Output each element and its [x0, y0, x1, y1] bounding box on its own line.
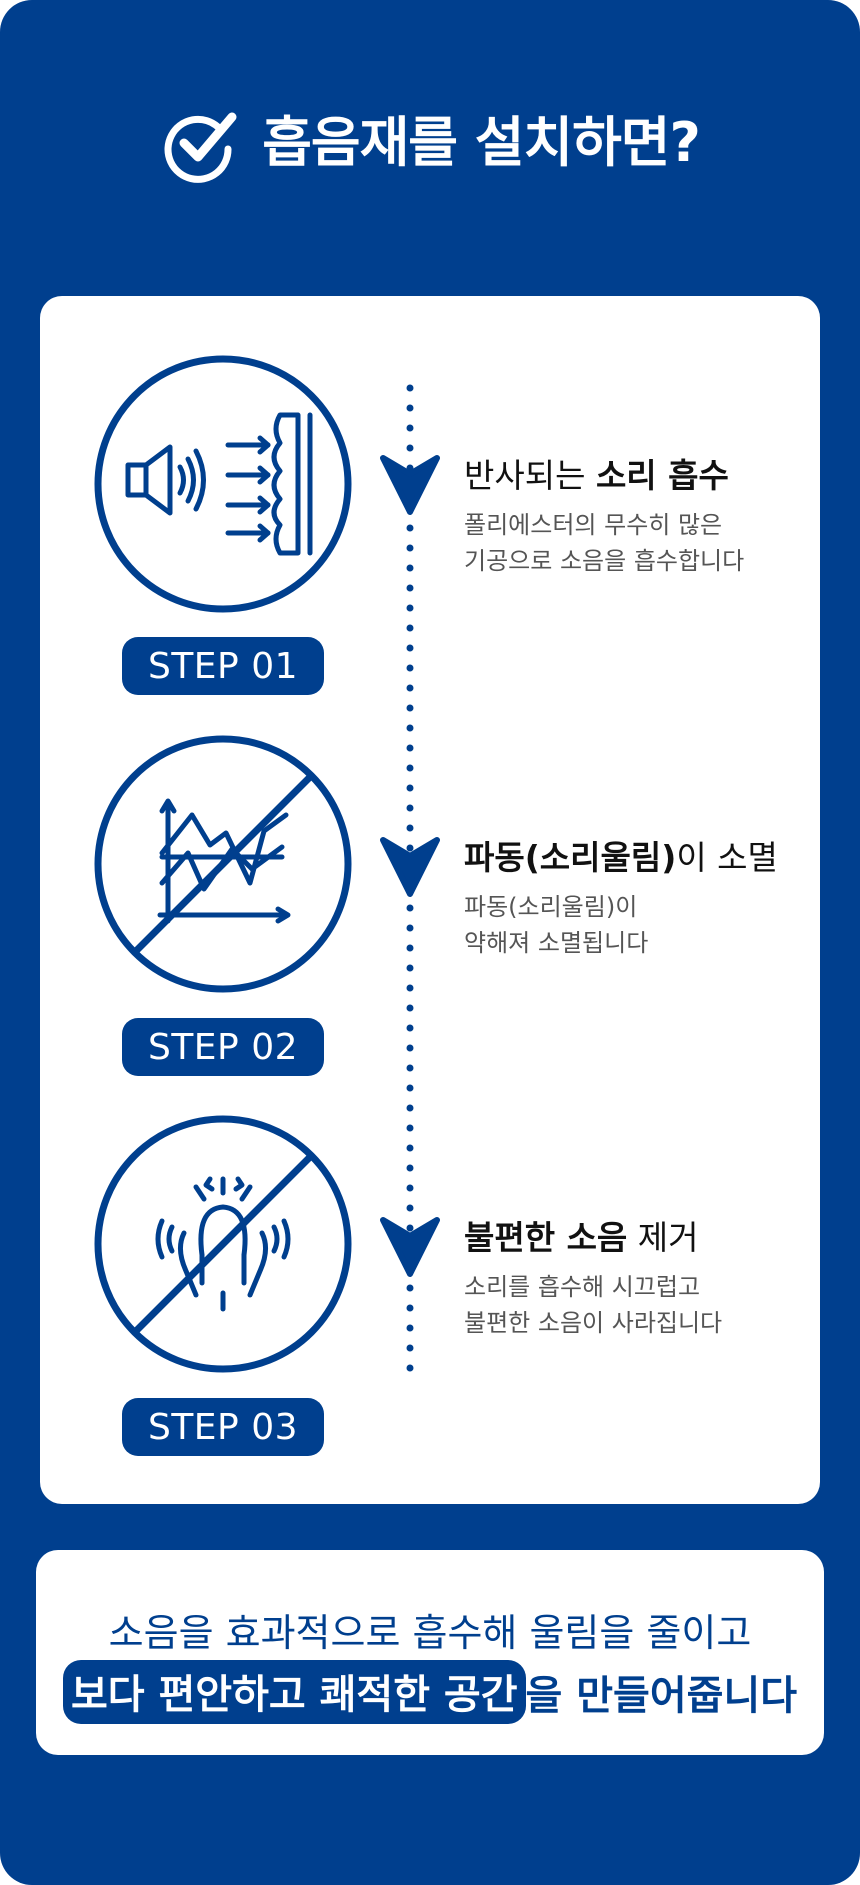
step-title-bold: 파동(소리울림)	[464, 838, 677, 877]
steps-card: STEP 01 반사되는 소리 흡수 폴리에스터의 무수히 많은 기공으로 소음…	[40, 296, 820, 1504]
step-title-text: 반사되는	[464, 456, 596, 495]
step-title-text: 제거	[627, 1218, 699, 1257]
step-description-line: 폴리에스터의 무수히 많은	[464, 511, 723, 539]
step-description-line: 불편한 소음이 사라집니다	[464, 1309, 723, 1337]
summary-line-2-rest: 을 만들어줍니다	[525, 1673, 798, 1719]
step-description: 폴리에스터의 무수히 많은 기공으로 소음을 흡수합니다	[464, 507, 744, 579]
arrow-down-icon	[380, 837, 440, 897]
no-noise-head-icon	[94, 1115, 352, 1373]
step-title: 반사되는 소리 흡수	[464, 449, 729, 497]
summary-line-1: 소음을 효과적으로 흡수해 울림을 줄이고	[108, 1611, 752, 1655]
no-wave-chart-icon	[94, 735, 352, 993]
step-badge: STEP 01	[122, 637, 324, 695]
header: 흡음재를 설치하면?	[0, 88, 860, 198]
summary-highlight: 보다 편안하고 쾌적한 공간	[62, 1660, 526, 1724]
step-description-line: 소리를 흡수해 시끄럽고	[464, 1273, 701, 1301]
step-badge: STEP 02	[122, 1018, 324, 1076]
step-description-line: 파동(소리울림)이	[464, 893, 638, 921]
speaker-absorption-icon	[94, 355, 352, 613]
step-title: 파동(소리울림)이 소멸	[464, 831, 778, 879]
page-title: 흡음재를 설치하면?	[262, 111, 701, 174]
step-description-line: 약해져 소멸됩니다	[464, 929, 649, 957]
step-title: 불편한 소음 제거	[464, 1211, 699, 1259]
step-title-bold: 소리 흡수	[595, 456, 729, 495]
arrow-down-icon	[380, 1217, 440, 1277]
step-description-line: 기공으로 소음을 흡수합니다	[464, 547, 745, 575]
arrow-down-icon	[380, 455, 440, 515]
check-circle-icon	[164, 112, 237, 183]
timeline	[380, 384, 440, 1380]
step-description: 파동(소리울림)이 약해져 소멸됩니다	[464, 889, 648, 961]
step-title-text: 이 소멸	[676, 838, 778, 877]
step-title-bold: 불편한 소음	[464, 1218, 628, 1257]
step-description: 소리를 흡수해 시끄럽고 불편한 소음이 사라집니다	[464, 1269, 722, 1341]
step-badge: STEP 03	[122, 1398, 324, 1456]
